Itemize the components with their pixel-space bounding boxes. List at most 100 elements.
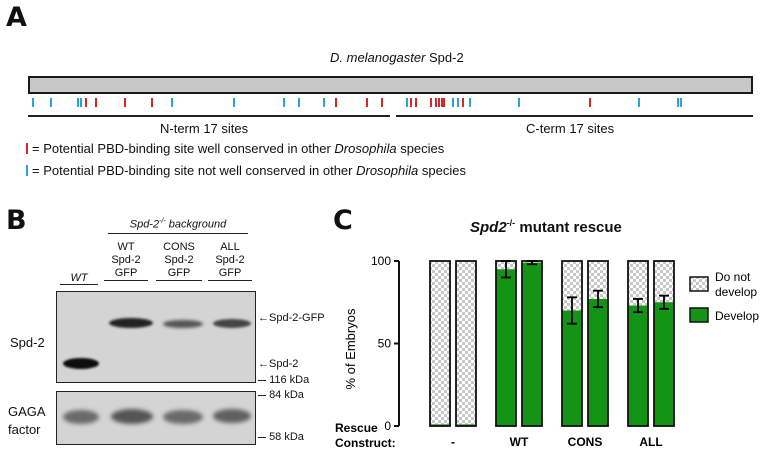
label-spd2-text: Spd-2 bbox=[269, 358, 299, 370]
row-label-gaga: GAGA factor bbox=[8, 403, 46, 439]
legend-label-do-not-2: develop bbox=[715, 285, 757, 299]
y-tick-label: 50 bbox=[378, 337, 392, 351]
x-tick-label: WT bbox=[510, 435, 529, 449]
lane-all-gfp-line2: Spd-2 bbox=[215, 254, 245, 266]
site-tick-blue bbox=[638, 98, 640, 107]
rescue-label-2: Construct: bbox=[335, 436, 396, 450]
legend-label-develop: Develop bbox=[715, 309, 759, 323]
site-tick-blue bbox=[406, 98, 408, 107]
label-spd2-gfp: ←Spd-2-GFP bbox=[258, 312, 325, 324]
bar-do-not-develop bbox=[588, 261, 608, 299]
site-tick-red bbox=[441, 98, 443, 107]
site-tick-red bbox=[430, 98, 432, 107]
marker-58-tick bbox=[258, 436, 266, 438]
legend-blue-post: species bbox=[418, 163, 466, 178]
bar-do-not-develop bbox=[654, 261, 674, 303]
lane-cons-gfp-line3: GFP bbox=[156, 267, 202, 281]
background-label: Spd-2-/- background bbox=[108, 218, 248, 234]
lane-label-all-gfp: ALL Spd-2 GFP bbox=[208, 241, 252, 281]
chart-title: Spd2-/- mutant rescue bbox=[470, 218, 622, 236]
lane-cons-gfp-line1: CONS bbox=[163, 241, 195, 253]
legend-red: = Potential PBD-binding site well conser… bbox=[26, 141, 444, 156]
marker-84: 84 kDa bbox=[258, 389, 304, 401]
lane-label-wt-gfp: WT Spd-2 GFP bbox=[104, 241, 148, 281]
lane-wt-gfp-line3: GFP bbox=[104, 267, 148, 281]
label-spd2: ←Spd-2 bbox=[258, 358, 298, 370]
band-gaga-4 bbox=[213, 409, 251, 423]
marker-58-text: 58 kDa bbox=[269, 431, 304, 443]
bar-develop bbox=[562, 310, 582, 426]
lane-all-gfp-line3: GFP bbox=[208, 267, 252, 281]
site-tick-blue bbox=[80, 98, 82, 107]
y-axis-label: % of Embryos bbox=[343, 308, 358, 389]
chart-title-gene: Spd2 bbox=[470, 219, 507, 236]
site-tick-blue bbox=[171, 98, 173, 107]
site-tick-red bbox=[410, 98, 412, 107]
row-label-gaga-1: GAGA bbox=[8, 404, 46, 419]
marker-116-tick bbox=[258, 379, 266, 381]
bar-outline bbox=[627, 260, 649, 427]
chart-title-rest: mutant rescue bbox=[515, 219, 622, 236]
panel-a-title-protein: Spd-2 bbox=[425, 50, 464, 65]
lane-all-gfp-line1: ALL bbox=[220, 241, 240, 253]
bar-develop bbox=[654, 302, 674, 426]
nterm-line bbox=[28, 115, 390, 117]
lane-wt-gfp-line2: Spd-2 bbox=[111, 254, 141, 266]
panel-b-letter: B bbox=[6, 205, 27, 236]
legend-red-post: species bbox=[396, 141, 445, 156]
panel-a-letter: A bbox=[6, 2, 27, 33]
gaga-blot bbox=[56, 391, 256, 445]
red-site-ticks bbox=[85, 98, 591, 107]
legend-swatch-develop bbox=[689, 307, 709, 323]
site-tick-red bbox=[366, 98, 368, 107]
background-suffix: background bbox=[165, 218, 227, 231]
band-spd2-wt bbox=[63, 358, 99, 369]
protein-bar bbox=[28, 76, 753, 94]
panel-a-title: D. melanogaster Spd-2 bbox=[330, 50, 464, 65]
marker-84-text: 84 kDa bbox=[269, 389, 304, 401]
legend-red-text: = Potential PBD-binding site well conser… bbox=[32, 141, 335, 156]
band-gfp-all bbox=[213, 319, 251, 328]
label-spd2-gfp-text: Spd-2-GFP bbox=[269, 312, 325, 324]
error-bars bbox=[501, 260, 669, 325]
marker-116: 116 kDa bbox=[258, 374, 309, 386]
panel-c-letter: C bbox=[333, 205, 353, 236]
x-tick-label: - bbox=[451, 435, 455, 449]
site-tick-red bbox=[381, 98, 383, 107]
bar-develop bbox=[588, 298, 608, 426]
site-ticks bbox=[32, 98, 682, 107]
band-gaga-3 bbox=[163, 410, 203, 424]
site-tick-blue bbox=[677, 98, 679, 107]
y-tick-label: 100 bbox=[371, 254, 391, 268]
lane-wt-gfp-line1: WT bbox=[117, 241, 135, 253]
arrow-icon: ← bbox=[258, 312, 269, 324]
x-tick-labels: - WT CONS ALL bbox=[451, 435, 663, 449]
site-tick-blue bbox=[77, 98, 79, 107]
legend-swatch-do-not-develop bbox=[689, 276, 709, 292]
background-sup: -/- bbox=[159, 218, 166, 225]
marker-116-text: 116 kDa bbox=[269, 374, 310, 386]
rescue-label-1: Rescue bbox=[335, 421, 378, 435]
bar-do-not-develop bbox=[456, 261, 476, 425]
bar-outline bbox=[653, 260, 675, 427]
site-tick-blue bbox=[457, 98, 459, 107]
site-tick-red bbox=[85, 98, 87, 107]
cterm-line bbox=[396, 115, 753, 117]
site-tick-red bbox=[124, 98, 126, 107]
nterm-label: N-term 17 sites bbox=[160, 121, 249, 136]
site-tick-blue bbox=[518, 98, 520, 107]
bar-develop bbox=[522, 262, 542, 426]
lane-cons-gfp-line2: Spd-2 bbox=[164, 254, 194, 266]
legend-blue-genus: Drosophila bbox=[356, 163, 419, 178]
x-tick-label: CONS bbox=[568, 435, 603, 449]
row-label-spd2: Spd-2 bbox=[10, 335, 45, 350]
legend-red-genus: Drosophila bbox=[334, 141, 397, 156]
spd2-blot bbox=[56, 291, 256, 383]
lane-label-wt: WT bbox=[60, 272, 98, 285]
band-gaga-1 bbox=[63, 410, 99, 424]
x-tick-label: ALL bbox=[639, 435, 662, 449]
site-tick-blue bbox=[469, 98, 471, 107]
site-tick-red bbox=[95, 98, 97, 107]
